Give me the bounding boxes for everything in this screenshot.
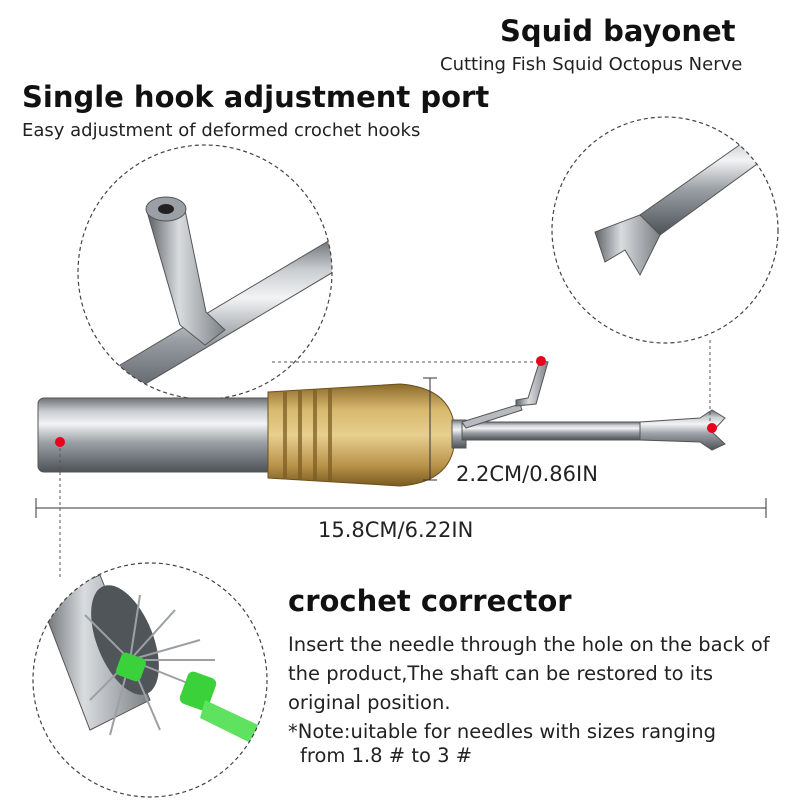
corrector-description: Insert the needle through the hole on th… [288, 633, 770, 714]
tool-wooden-handle [267, 383, 456, 487]
hook-port-title: Single hook adjustment port [22, 80, 490, 114]
diameter-dimension-line [423, 377, 437, 481]
crochet-corrector-detail-view [32, 562, 268, 798]
hook-detail-view [77, 144, 333, 400]
callout-connectors [59, 340, 711, 578]
tool-main-view [37, 359, 726, 487]
tool-fork-tip [639, 409, 726, 451]
corrector-title: crochet corrector [288, 584, 572, 618]
size-note: *Note:uitable for needles with sizes ran… [288, 720, 788, 768]
squid-bayonet-detail-view [551, 116, 779, 344]
squid-bayonet-subtitle: Cutting Fish Squid Octopus Nerve [440, 54, 743, 75]
fork-marker-dot [707, 423, 717, 433]
hook-port-subtitle: Easy adjustment of deformed crochet hook… [22, 120, 421, 141]
tube-marker-dot [55, 437, 65, 447]
tool-metal-tube [37, 397, 279, 473]
squid-bayonet-title: Squid bayonet [500, 14, 736, 48]
length-label: 15.8CM/6.22IN [318, 518, 474, 542]
length-dimension-line [35, 498, 767, 518]
diameter-label: 2.2CM/0.86IN [456, 462, 598, 486]
tool-rod [461, 421, 643, 441]
marker-dots [55, 356, 717, 447]
size-note-line1: *Note:uitable for needles with sizes ran… [288, 720, 716, 743]
hook-marker-dot [536, 356, 546, 366]
size-note-line2: from 1.8 # to 3 # [300, 744, 473, 767]
